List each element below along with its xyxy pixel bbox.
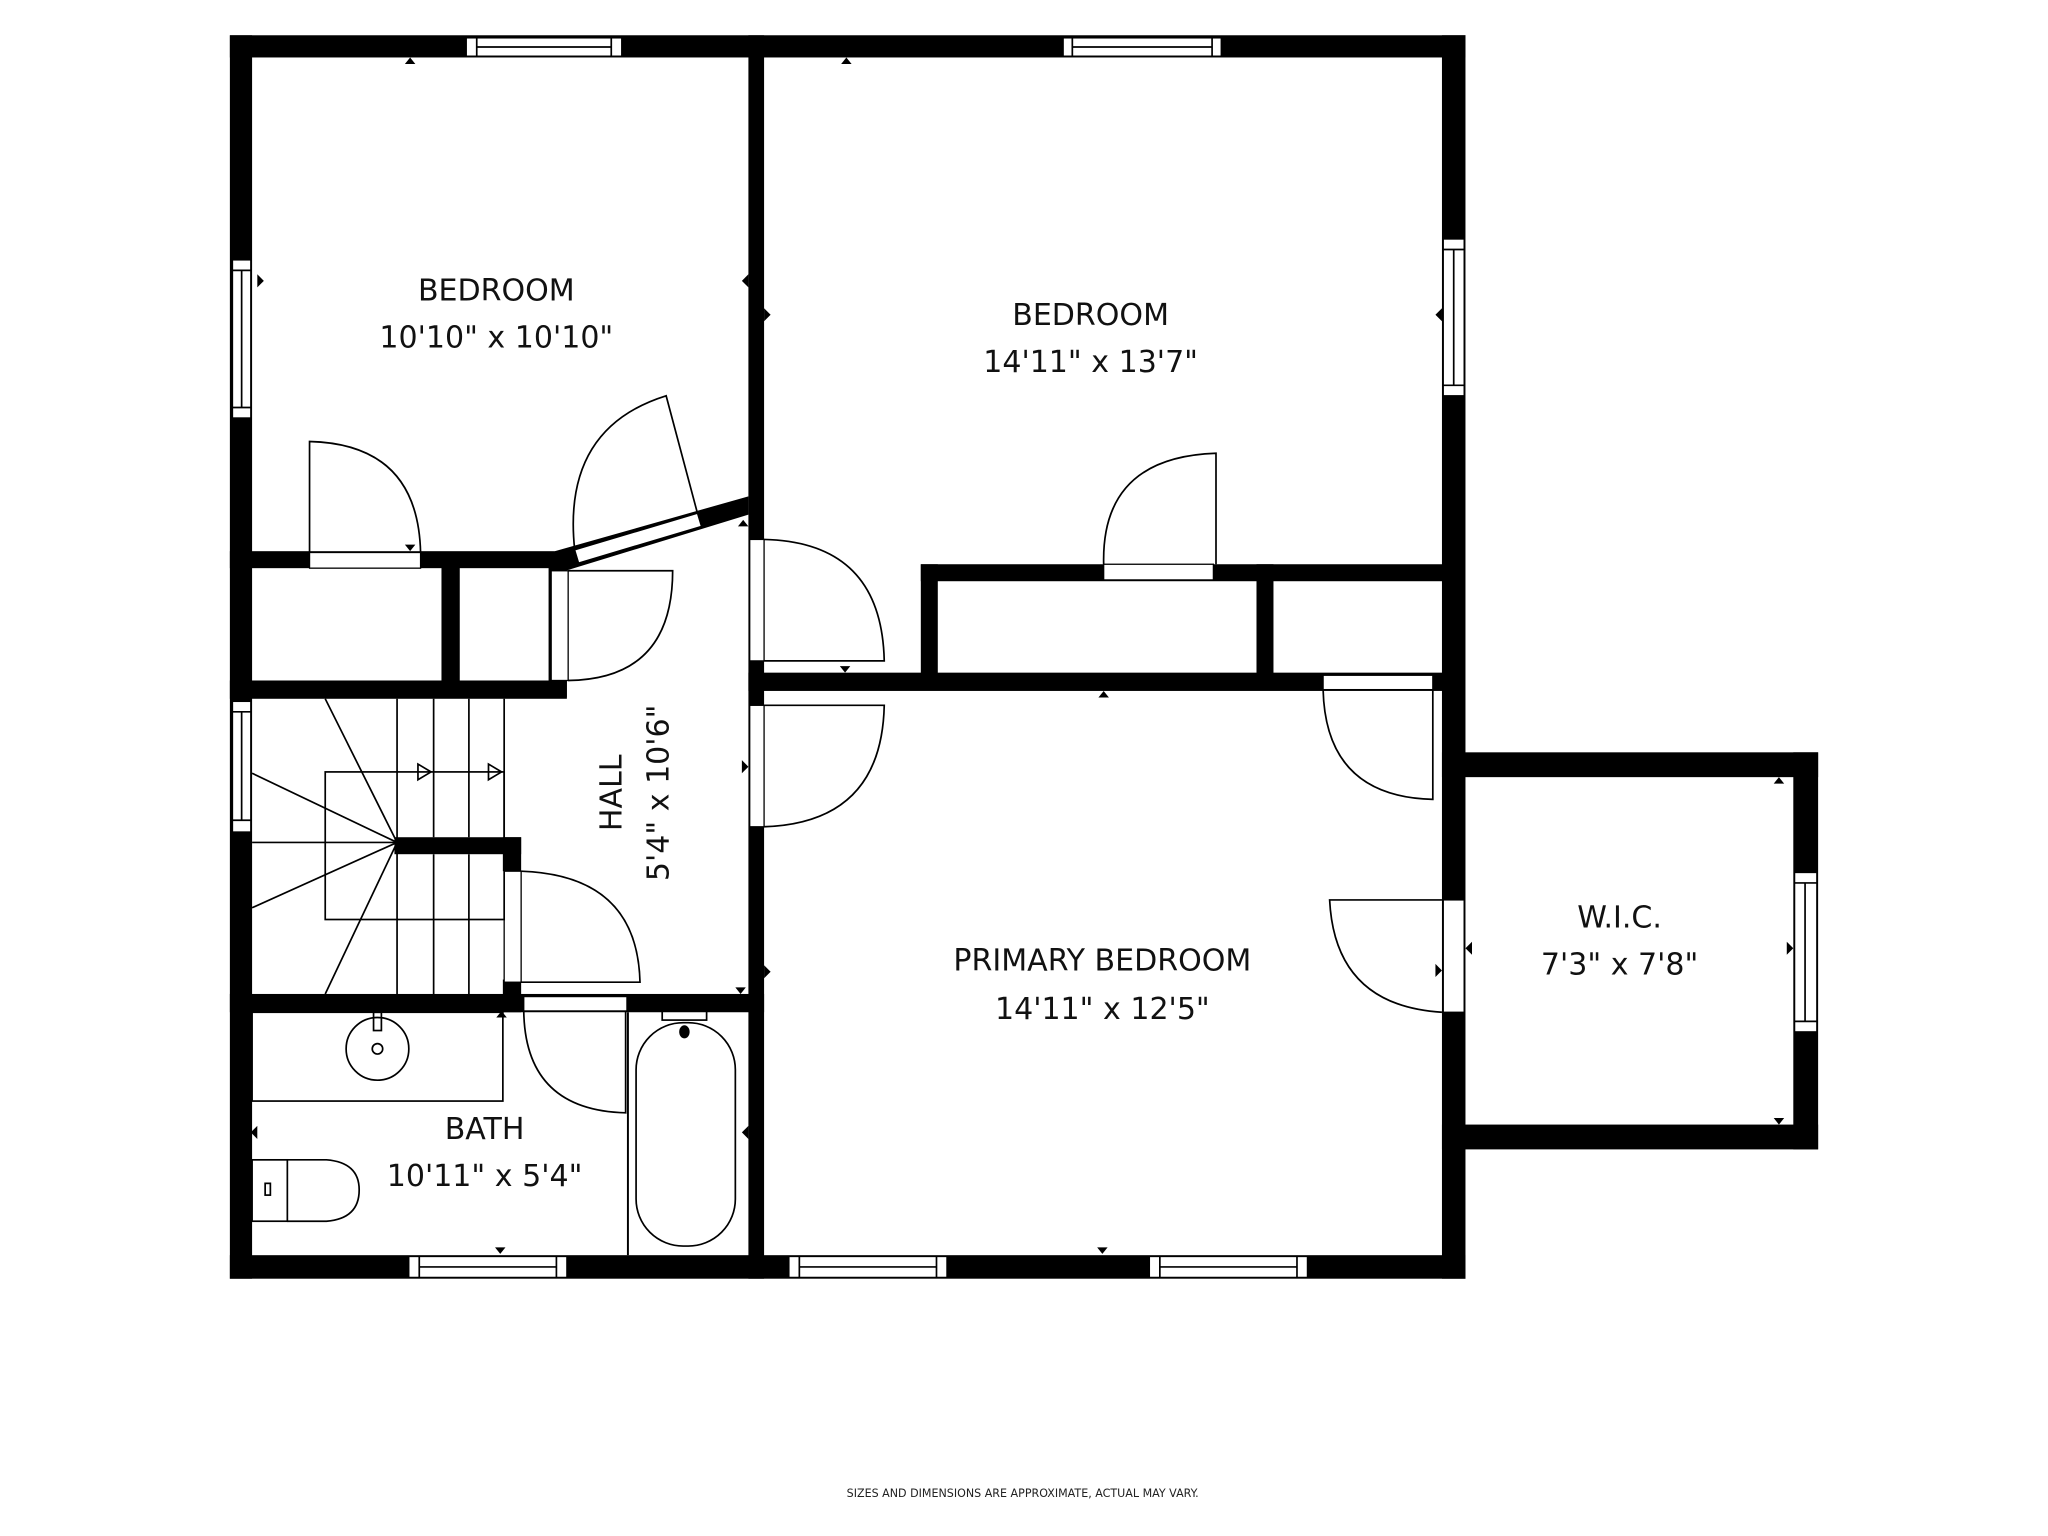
room-dimensions: 7'3" x 7'8" — [1541, 947, 1698, 982]
door-swing-icon — [1102, 452, 1217, 581]
door-swing-icon — [503, 870, 641, 984]
door-swing-icon — [1322, 674, 1434, 801]
vanity-counter — [251, 1011, 504, 1102]
room-name: W.I.C. — [1577, 900, 1662, 935]
room-dimensions: 10'11" x 5'4" — [387, 1159, 583, 1194]
window-icon — [788, 1255, 948, 1279]
room-name: BEDROOM — [1012, 298, 1169, 333]
staircase — [251, 698, 506, 995]
room-dimensions: 5'4" x 10'6" — [642, 705, 677, 882]
door-swing-icon — [749, 538, 886, 662]
room-label-bath: BATH 10'11" x 5'4" — [387, 1112, 583, 1194]
window-icon — [408, 1255, 568, 1279]
door-swing-icon — [550, 569, 674, 682]
bathtub-icon — [635, 1021, 737, 1247]
window-icon — [465, 37, 623, 57]
room-label-bedroom-1: BEDROOM 10'10" x 10'10" — [379, 273, 613, 355]
room-label-primary-bedroom: PRIMARY BEDROOM 14'11" x 12'5" — [953, 943, 1251, 1026]
bath-fixtures — [251, 1008, 737, 1247]
windows — [231, 37, 1818, 1279]
door-swing-icon — [308, 440, 422, 569]
faucet-icon — [661, 1008, 708, 1021]
room-name: BATH — [445, 1112, 525, 1147]
door-swing-icon — [522, 995, 628, 1114]
arrow-icon — [487, 762, 504, 782]
arrow-icon — [417, 762, 433, 782]
room-dimensions: 14'11" x 12'5" — [995, 992, 1210, 1027]
room-label-hall: HALL 5'4" x 10'6" — [595, 705, 677, 882]
room-name: BEDROOM — [418, 273, 575, 308]
toilet-bowl-icon — [287, 1158, 361, 1223]
dimension-markers — [250, 57, 1794, 1254]
window-icon — [231, 700, 252, 833]
toilet-tank-icon — [251, 1158, 289, 1223]
room-label-bedroom-2: BEDROOM 14'11" x 13'7" — [983, 298, 1198, 380]
door-swing-icon — [572, 394, 703, 564]
window-icon — [1442, 238, 1465, 397]
window-icon — [231, 259, 252, 419]
window-icon — [1148, 1255, 1309, 1279]
window-icon — [1062, 37, 1222, 57]
room-name: HALL — [595, 754, 630, 831]
window-icon — [1793, 871, 1818, 1033]
room-name: PRIMARY BEDROOM — [953, 943, 1251, 978]
disclaimer-text: SIZES AND DIMENSIONS ARE APPROXIMATE, AC… — [847, 1487, 1199, 1500]
room-dimensions: 14'11" x 13'7" — [983, 345, 1198, 380]
sink-icon — [345, 1016, 410, 1082]
door-swing-icon — [1328, 899, 1465, 1014]
doors — [308, 394, 1465, 1114]
room-label-wic: W.I.C. 7'3" x 7'8" — [1541, 900, 1698, 982]
room-dimensions: 10'10" x 10'10" — [379, 320, 613, 355]
door-swing-icon — [749, 704, 886, 828]
walls — [229, 35, 1819, 1279]
